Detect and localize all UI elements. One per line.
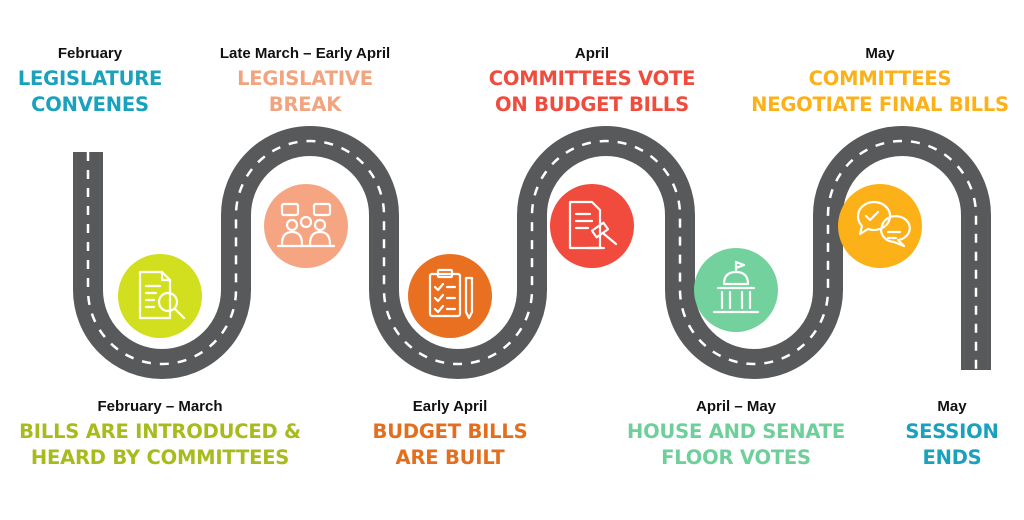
milestone-title-line: HOUSE AND SENATE	[627, 420, 845, 443]
milestone-date: April – May	[695, 398, 777, 415]
milestone-budget-bills-built: Early April BUDGET BILLS ARE BUILT	[373, 398, 528, 471]
milestone-date: February	[57, 45, 123, 62]
milestone-date: May	[865, 45, 895, 62]
document-search-icon	[118, 254, 202, 338]
milestone-title-line: ENDS	[922, 446, 982, 469]
milestone-title-line: COMMITTEES	[808, 67, 952, 90]
milestone-title-line: ARE BUILT	[395, 446, 505, 469]
milestone-title-line: BREAK	[268, 93, 342, 116]
milestone-session-ends: May SESSION ENDS	[905, 398, 999, 471]
milestone-title-line: ON BUDGET BILLS	[495, 93, 689, 116]
milestone-legislative-break: Late March – Early April LEGISLATIVE BRE…	[220, 45, 390, 118]
milestone-date: Late March – Early April	[219, 45, 391, 62]
milestone-title-line: BUDGET BILLS	[372, 420, 528, 443]
milestone-title-line: NEGOTIATE FINAL BILLS	[751, 93, 1009, 116]
milestone-title-line: COMMITTEES VOTE	[488, 67, 696, 90]
road	[73, 126, 991, 379]
milestone-date: February – March	[97, 398, 223, 415]
milestone-title-line: FLOOR VOTES	[661, 446, 811, 469]
road-center-dashes	[86, 139, 978, 370]
chat-bubbles-icon	[838, 184, 922, 268]
milestone-title-line: HEARD BY COMMITTEES	[30, 446, 290, 469]
milestone-date: May	[937, 398, 967, 415]
clipboard-checklist-icon	[408, 254, 492, 338]
milestone-date: Early April	[412, 398, 488, 415]
milestone-title-line: BILLS ARE INTRODUCED &	[19, 420, 301, 443]
milestone-committees-negotiate: May COMMITTEES NEGOTIATE FINAL BILLS	[751, 45, 1009, 118]
capitol-building-icon	[694, 248, 778, 332]
milestone-bills-introduced: February – March BILLS ARE INTRODUCED & …	[19, 398, 301, 471]
meeting-icon	[264, 184, 348, 268]
milestone-title-line: CONVENES	[31, 93, 149, 116]
milestone-title-line: LEGISLATIVE	[237, 67, 373, 90]
milestone-date: April	[574, 45, 610, 62]
milestone-title-line: LEGISLATURE	[17, 67, 163, 90]
gavel-document-icon	[550, 184, 634, 268]
milestone-floor-votes: April – May HOUSE AND SENATE FLOOR VOTES	[627, 398, 845, 471]
milestone-title-line: SESSION	[905, 420, 999, 443]
milestone-committees-vote: April COMMITTEES VOTE ON BUDGET BILLS	[488, 45, 696, 118]
milestone-legislature-convenes: February LEGISLATURE CONVENES	[17, 45, 163, 118]
